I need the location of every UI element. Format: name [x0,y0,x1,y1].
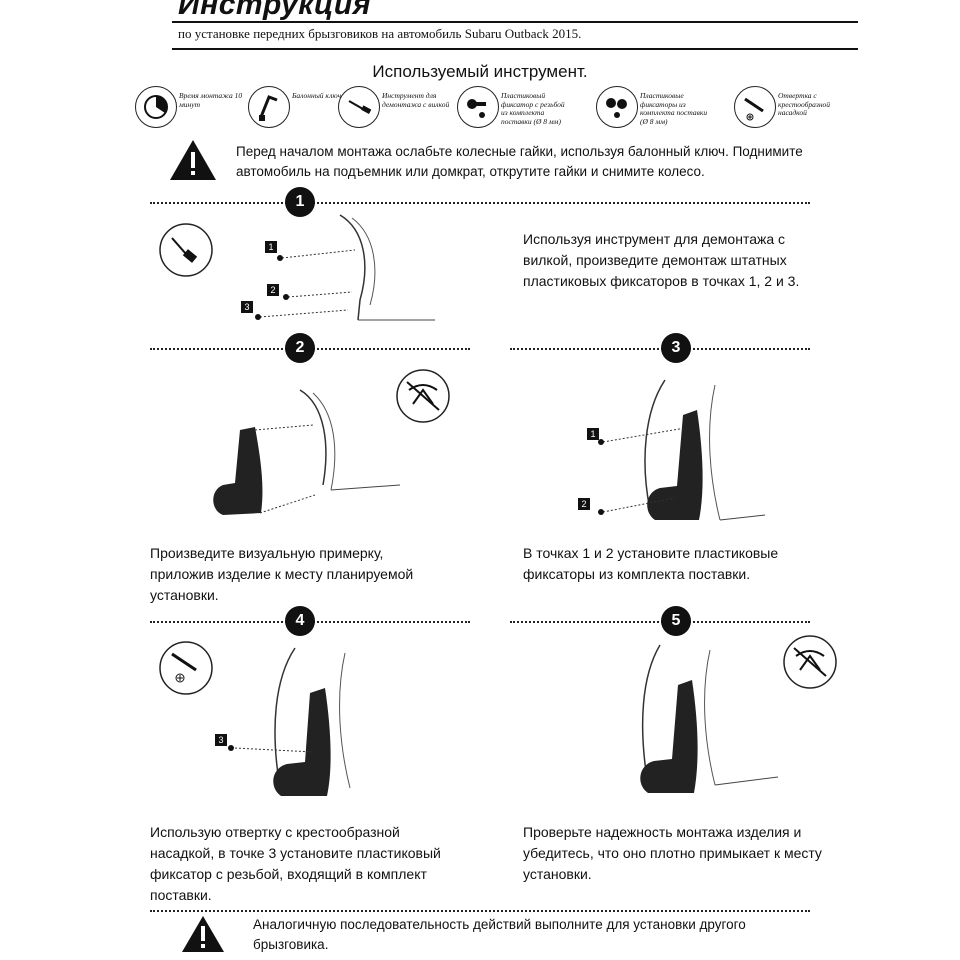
step4-text: Использую отвертку с крестообразной наса… [150,824,441,903]
tool-label: Отвертка с крестообразной насадкой [778,91,831,117]
separator [150,910,810,912]
screwdriver-icon [159,641,213,695]
separator [510,621,810,623]
step2-text: Произведите визуальную примерку, приложи… [150,545,414,603]
tools-heading: Используемый инструмент. [372,62,588,81]
tool-label: Балонный ключ [292,91,342,100]
step5-text: Проверьте надежность монтажа изделия и у… [523,824,822,882]
warning-triangle-icon [182,916,224,952]
step-number: 2 [285,333,315,363]
separator [510,348,810,350]
callout-2: 2 [267,284,279,296]
step-number: 3 [661,333,691,363]
callout-1: 1 [265,241,277,253]
tool-label: Время монтажа 10 минут [179,91,243,109]
warning-triangle-icon [170,140,216,180]
separator [150,202,810,204]
callout-2: 2 [578,498,590,510]
fork-tool-icon [338,86,380,128]
step5-illustration [640,644,779,793]
screwdriver-icon [734,86,776,128]
document-subtitle: по установке передних брызговиков на авт… [178,26,582,41]
clock-icon [135,86,177,128]
document-title: Инструкция [178,0,371,21]
header-rule-top [172,21,858,23]
tool-label: Пластиковые фиксаторы из комплекта поста… [640,91,708,126]
callout-3: 3 [241,301,253,313]
step1-text: Используя инструмент для демонтажа с вил… [523,231,800,289]
fork-tool-icon [159,223,213,277]
step4-illustration [228,647,351,796]
step-number: 5 [661,606,691,636]
step3-text: В точках 1 и 2 установите пластиковые фи… [523,545,779,582]
step3-illustration [598,379,766,521]
step1-illustration [255,214,435,321]
callout-3: 3 [215,734,227,746]
step-number: 1 [285,187,315,217]
clips-icon [596,86,638,128]
wheel-wrench-icon [248,86,290,128]
visual-check-icon [396,369,450,423]
visual-check-icon [783,635,837,689]
step-number: 4 [285,606,315,636]
tool-label: Инструмент для демонтажа с вилкой [382,91,450,109]
step2-illustration [213,389,401,515]
warning-top-text: Перед началом монтажа ослабьте колесные … [236,144,803,179]
header-rule-bottom [172,48,858,50]
tool-label: Пластиковый фиксатор с резьбой из компле… [501,91,565,126]
threaded-clip-icon [457,86,499,128]
callout-1: 1 [587,428,599,440]
warning-bottom-text: Аналогичную последовательность действий … [253,917,746,952]
